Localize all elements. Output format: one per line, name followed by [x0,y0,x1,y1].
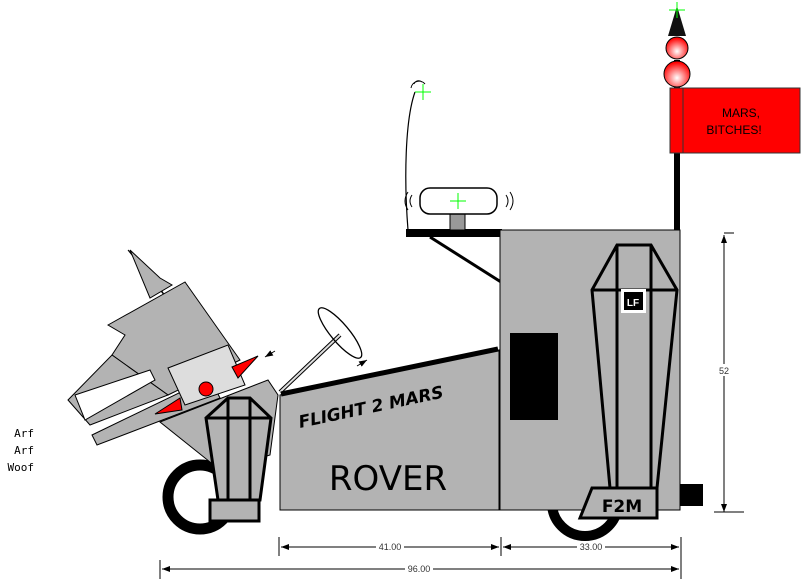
speech-line: Woof [7,461,35,474]
front-length-label: 41.00 [379,542,402,552]
speech-line: Arf [14,427,34,440]
platform [406,229,502,237]
flag-text-line1: MARS, [722,106,760,120]
antenna [405,91,416,231]
dog-speech: Arf Arf Woof [2,425,35,476]
flag-text-line2: BITCHES! [706,123,761,137]
marker-icon [415,84,431,100]
emblem: LF [627,298,639,309]
speech-line: Arf [14,444,34,457]
rear-coffin: LF F2M [577,243,679,520]
rear-length-label: 33.00 [580,542,603,552]
rover-name: ROVER [329,459,447,499]
total-length-label: 96.00 [408,564,431,574]
plate: F2M [602,497,642,517]
flag: MARS, BITCHES! [669,87,801,154]
front-coffin [204,396,273,523]
window [510,333,558,420]
height-label: 52 [719,366,729,376]
